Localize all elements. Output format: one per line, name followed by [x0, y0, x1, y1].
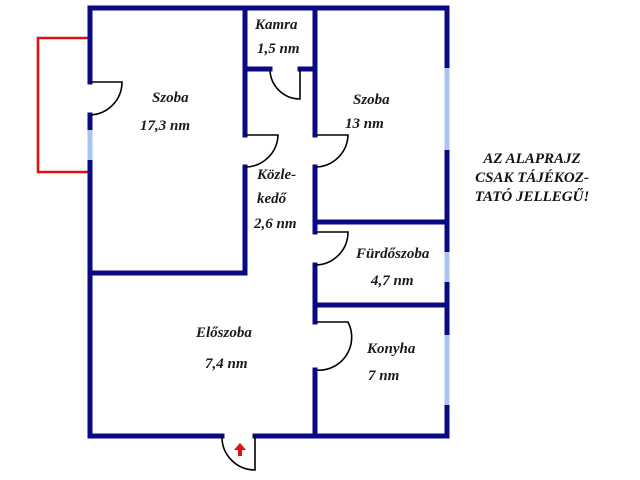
- door-entrance: [221, 435, 256, 471]
- outer-walls: [87, 5, 450, 439]
- balcony-outline: [36, 36, 90, 174]
- entrance-arrow-icon: [234, 443, 246, 456]
- disclaimer-line-2: CSAK TÁJÉKOZ-: [475, 170, 589, 186]
- room-konyha-area: 7 nm: [368, 368, 400, 384]
- room-furdoszoba-area: 4,7 nm: [371, 273, 414, 289]
- room-konyha-name: Konyha: [367, 341, 416, 357]
- doors: [89, 68, 353, 471]
- interior-walls: [87, 5, 450, 439]
- room-szoba-right-name: Szoba: [353, 92, 390, 108]
- room-furdoszoba-name: Fürdőszoba: [356, 246, 430, 262]
- room-eloszoba-name: Előszoba: [196, 325, 252, 341]
- room-kamra-area: 1,5 nm: [257, 41, 300, 57]
- door-szoba-left: [244, 134, 279, 168]
- disclaimer-note: AZ ALAPRAJZ CSAK TÁJÉKOZ- TATÓ JELLEGŰ!: [452, 150, 612, 207]
- windows: [87, 68, 450, 405]
- room-szoba-left-name: Szoba: [152, 90, 189, 106]
- room-kozlekedo-name-1: Közle-: [257, 167, 297, 183]
- door-kamra: [269, 68, 301, 100]
- room-kamra-name: Kamra: [255, 17, 298, 33]
- room-kozlekedo-area: 2,6 nm: [254, 216, 297, 232]
- room-szoba-right-area: 13 nm: [345, 116, 384, 132]
- door-konyha: [314, 321, 353, 371]
- disclaimer-line-1: AZ ALAPRAJZ: [483, 151, 581, 167]
- room-szoba-left-area: 17,3 nm: [140, 118, 191, 134]
- door-furdoszoba: [314, 231, 349, 266]
- disclaimer-line-3: TATÓ JELLEGŰ!: [474, 189, 590, 205]
- door-szoba-right: [314, 134, 349, 168]
- room-kozlekedo-name-2: kedő: [257, 191, 287, 207]
- room-eloszoba-area: 7,4 nm: [205, 356, 248, 372]
- door-balcony: [89, 81, 123, 116]
